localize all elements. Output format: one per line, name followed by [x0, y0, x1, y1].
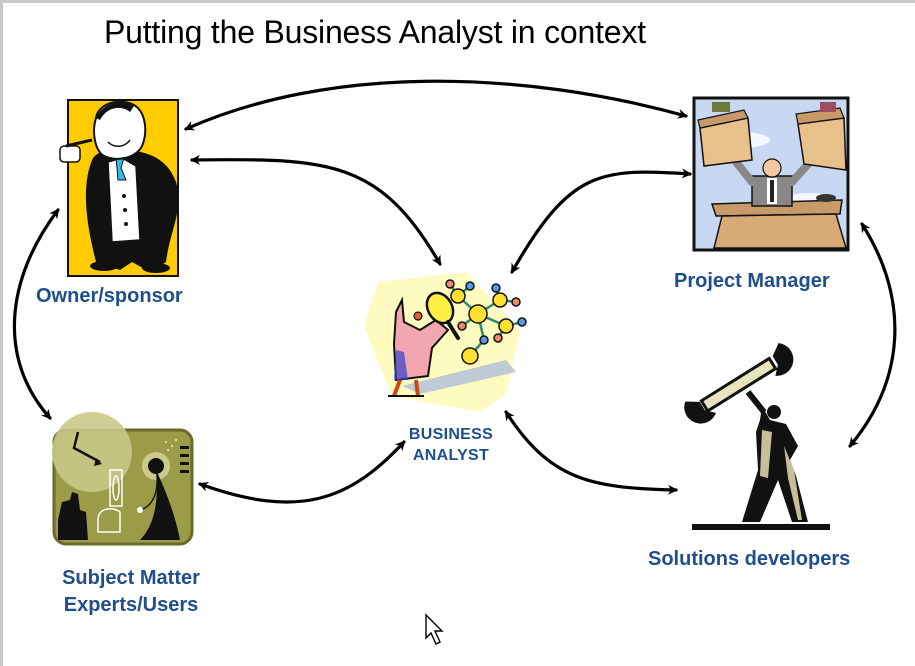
owner-sponsor-label: Owner/sponsor: [36, 285, 183, 307]
business-analyst-label: BUSINESS ANALYST: [396, 424, 506, 466]
business-analyst-label-line2: ANALYST: [412, 447, 490, 464]
business-analyst-label-line1: BUSINESS: [408, 426, 494, 443]
solutions-developers-label: Solutions developers: [648, 548, 851, 570]
sme-label-line1: Subject Matter: [62, 567, 200, 589]
arrow-pm-dev: [848, 222, 897, 448]
slide-title: Putting the Business Analyst in context: [104, 14, 646, 50]
arrow-pm-ba: [510, 168, 692, 274]
arrow-sme-ba: [198, 440, 406, 504]
arrow-owner-ba: [190, 154, 442, 266]
sme-label-line2: Experts/Users: [63, 594, 199, 616]
arrow-dev-ba: [504, 410, 678, 495]
project-manager-label: Project Manager: [674, 270, 830, 292]
arrow-owner-pm: [184, 79, 688, 131]
sme-label: Subject Matter Experts/Users: [36, 565, 226, 619]
arrow-owner-sme: [12, 208, 60, 420]
